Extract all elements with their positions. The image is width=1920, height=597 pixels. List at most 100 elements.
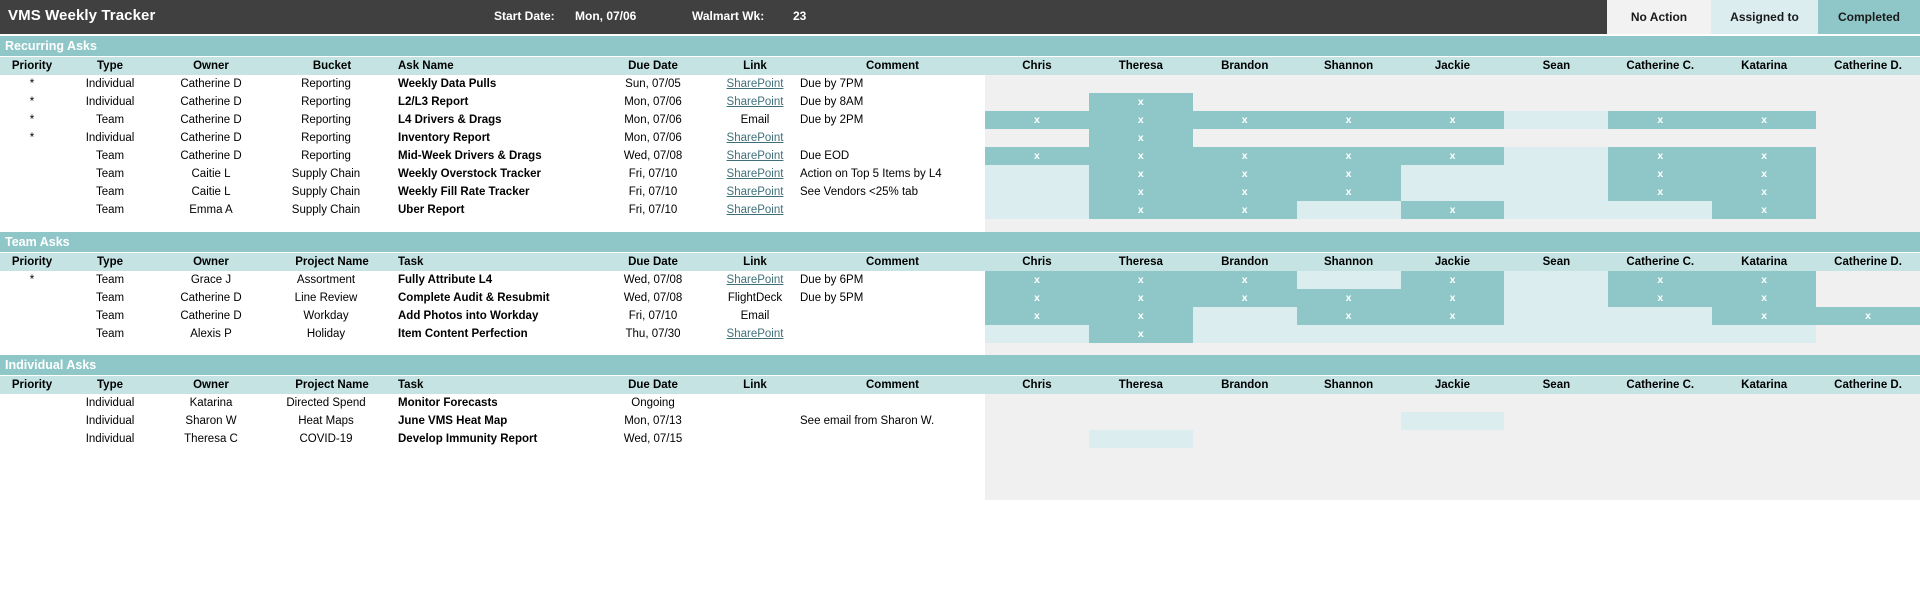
sharepoint-link[interactable]: SharePoint (726, 186, 784, 198)
matrix-cell-sean[interactable] (1504, 147, 1609, 165)
matrix-cell-catherine-d[interactable] (1816, 201, 1920, 219)
matrix-cell-shannon[interactable] (1296, 129, 1401, 147)
matrix-cell-sean[interactable] (1504, 75, 1609, 93)
matrix-cell-theresa[interactable]: x (1088, 325, 1193, 343)
matrix-cell-catherine-d[interactable] (1816, 147, 1920, 165)
matrix-cell-catherine-d[interactable] (1816, 271, 1920, 289)
matrix-cell-katarina[interactable]: x (1712, 165, 1817, 183)
matrix-cell-shannon[interactable] (1296, 325, 1401, 343)
matrix-cell-sean[interactable] (1504, 307, 1609, 325)
matrix-cell-jackie[interactable]: x (1400, 201, 1505, 219)
matrix-cell-sean[interactable] (1504, 165, 1609, 183)
matrix-cell-brandon[interactable]: x (1192, 147, 1297, 165)
matrix-cell-sean[interactable] (1504, 129, 1609, 147)
matrix-cell-katarina[interactable] (1712, 93, 1817, 111)
matrix-cell-shannon[interactable]: x (1296, 165, 1401, 183)
sharepoint-link[interactable]: SharePoint (726, 78, 784, 90)
sharepoint-link[interactable]: SharePoint (726, 132, 784, 144)
matrix-cell-jackie[interactable]: x (1400, 307, 1505, 325)
cell-link[interactable]: SharePoint (700, 204, 810, 216)
matrix-cell-chris[interactable]: x (985, 111, 1089, 129)
matrix-cell-catherine-c[interactable] (1608, 430, 1713, 448)
matrix-cell-shannon[interactable] (1296, 412, 1401, 430)
matrix-cell-catherine-c[interactable]: x (1608, 289, 1713, 307)
matrix-cell-shannon[interactable] (1296, 93, 1401, 111)
matrix-cell-katarina[interactable]: x (1712, 201, 1817, 219)
matrix-cell-catherine-c[interactable] (1608, 394, 1713, 412)
sharepoint-link[interactable]: SharePoint (726, 204, 784, 216)
matrix-cell-katarina[interactable] (1712, 75, 1817, 93)
matrix-cell-brandon[interactable]: x (1192, 271, 1297, 289)
matrix-cell-catherine-d[interactable] (1816, 165, 1920, 183)
matrix-cell-catherine-c[interactable]: x (1608, 111, 1713, 129)
matrix-cell-sean[interactable] (1504, 93, 1609, 111)
matrix-cell-chris[interactable]: x (985, 307, 1089, 325)
matrix-cell-shannon[interactable] (1296, 394, 1401, 412)
matrix-cell-catherine-d[interactable] (1816, 394, 1920, 412)
matrix-cell-theresa[interactable]: x (1088, 307, 1193, 325)
matrix-cell-theresa[interactable]: x (1088, 165, 1193, 183)
cell-link[interactable]: SharePoint (700, 96, 810, 108)
matrix-cell-theresa[interactable]: x (1088, 93, 1193, 111)
matrix-cell-shannon[interactable]: x (1296, 111, 1401, 129)
matrix-cell-chris[interactable] (985, 430, 1089, 448)
sharepoint-link[interactable]: SharePoint (726, 96, 784, 108)
matrix-cell-catherine-c[interactable] (1608, 93, 1713, 111)
matrix-cell-catherine-c[interactable] (1608, 307, 1713, 325)
matrix-cell-katarina[interactable]: x (1712, 183, 1817, 201)
cell-link[interactable]: SharePoint (700, 328, 810, 340)
cell-link[interactable]: SharePoint (700, 168, 810, 180)
cell-link[interactable]: SharePoint (700, 150, 810, 162)
matrix-cell-shannon[interactable] (1296, 201, 1401, 219)
matrix-cell-brandon[interactable] (1192, 412, 1297, 430)
matrix-cell-catherine-d[interactable] (1816, 93, 1920, 111)
matrix-cell-shannon[interactable] (1296, 430, 1401, 448)
matrix-cell-catherine-d[interactable] (1816, 412, 1920, 430)
matrix-cell-katarina[interactable]: x (1712, 271, 1817, 289)
cell-link[interactable]: SharePoint (700, 186, 810, 198)
matrix-cell-brandon[interactable]: x (1192, 183, 1297, 201)
matrix-cell-jackie[interactable]: x (1400, 289, 1505, 307)
matrix-cell-catherine-d[interactable] (1816, 183, 1920, 201)
matrix-cell-katarina[interactable] (1712, 394, 1817, 412)
matrix-cell-brandon[interactable] (1192, 93, 1297, 111)
matrix-cell-sean[interactable] (1504, 412, 1609, 430)
matrix-cell-theresa[interactable]: x (1088, 201, 1193, 219)
matrix-cell-chris[interactable] (985, 394, 1089, 412)
matrix-cell-chris[interactable]: x (985, 289, 1089, 307)
matrix-cell-chris[interactable] (985, 201, 1089, 219)
matrix-cell-chris[interactable] (985, 412, 1089, 430)
matrix-cell-katarina[interactable]: x (1712, 289, 1817, 307)
matrix-cell-jackie[interactable]: x (1400, 147, 1505, 165)
matrix-cell-jackie[interactable] (1400, 430, 1505, 448)
matrix-cell-theresa[interactable]: x (1088, 289, 1193, 307)
matrix-cell-brandon[interactable] (1192, 307, 1297, 325)
matrix-cell-chris[interactable] (985, 93, 1089, 111)
matrix-cell-chris[interactable] (985, 325, 1089, 343)
sharepoint-link[interactable]: SharePoint (726, 150, 784, 162)
matrix-cell-shannon[interactable] (1296, 271, 1401, 289)
matrix-cell-sean[interactable] (1504, 430, 1609, 448)
matrix-cell-jackie[interactable] (1400, 183, 1505, 201)
matrix-cell-jackie[interactable] (1400, 394, 1505, 412)
cell-link[interactable]: SharePoint (700, 274, 810, 286)
matrix-cell-jackie[interactable] (1400, 412, 1505, 430)
matrix-cell-catherine-c[interactable] (1608, 201, 1713, 219)
matrix-cell-theresa[interactable]: x (1088, 271, 1193, 289)
matrix-cell-jackie[interactable] (1400, 93, 1505, 111)
matrix-cell-catherine-c[interactable] (1608, 412, 1713, 430)
matrix-cell-catherine-d[interactable] (1816, 129, 1920, 147)
matrix-cell-shannon[interactable]: x (1296, 307, 1401, 325)
matrix-cell-sean[interactable] (1504, 394, 1609, 412)
sharepoint-link[interactable]: SharePoint (726, 274, 784, 286)
matrix-cell-katarina[interactable]: x (1712, 307, 1817, 325)
matrix-cell-brandon[interactable] (1192, 129, 1297, 147)
matrix-cell-katarina[interactable] (1712, 430, 1817, 448)
